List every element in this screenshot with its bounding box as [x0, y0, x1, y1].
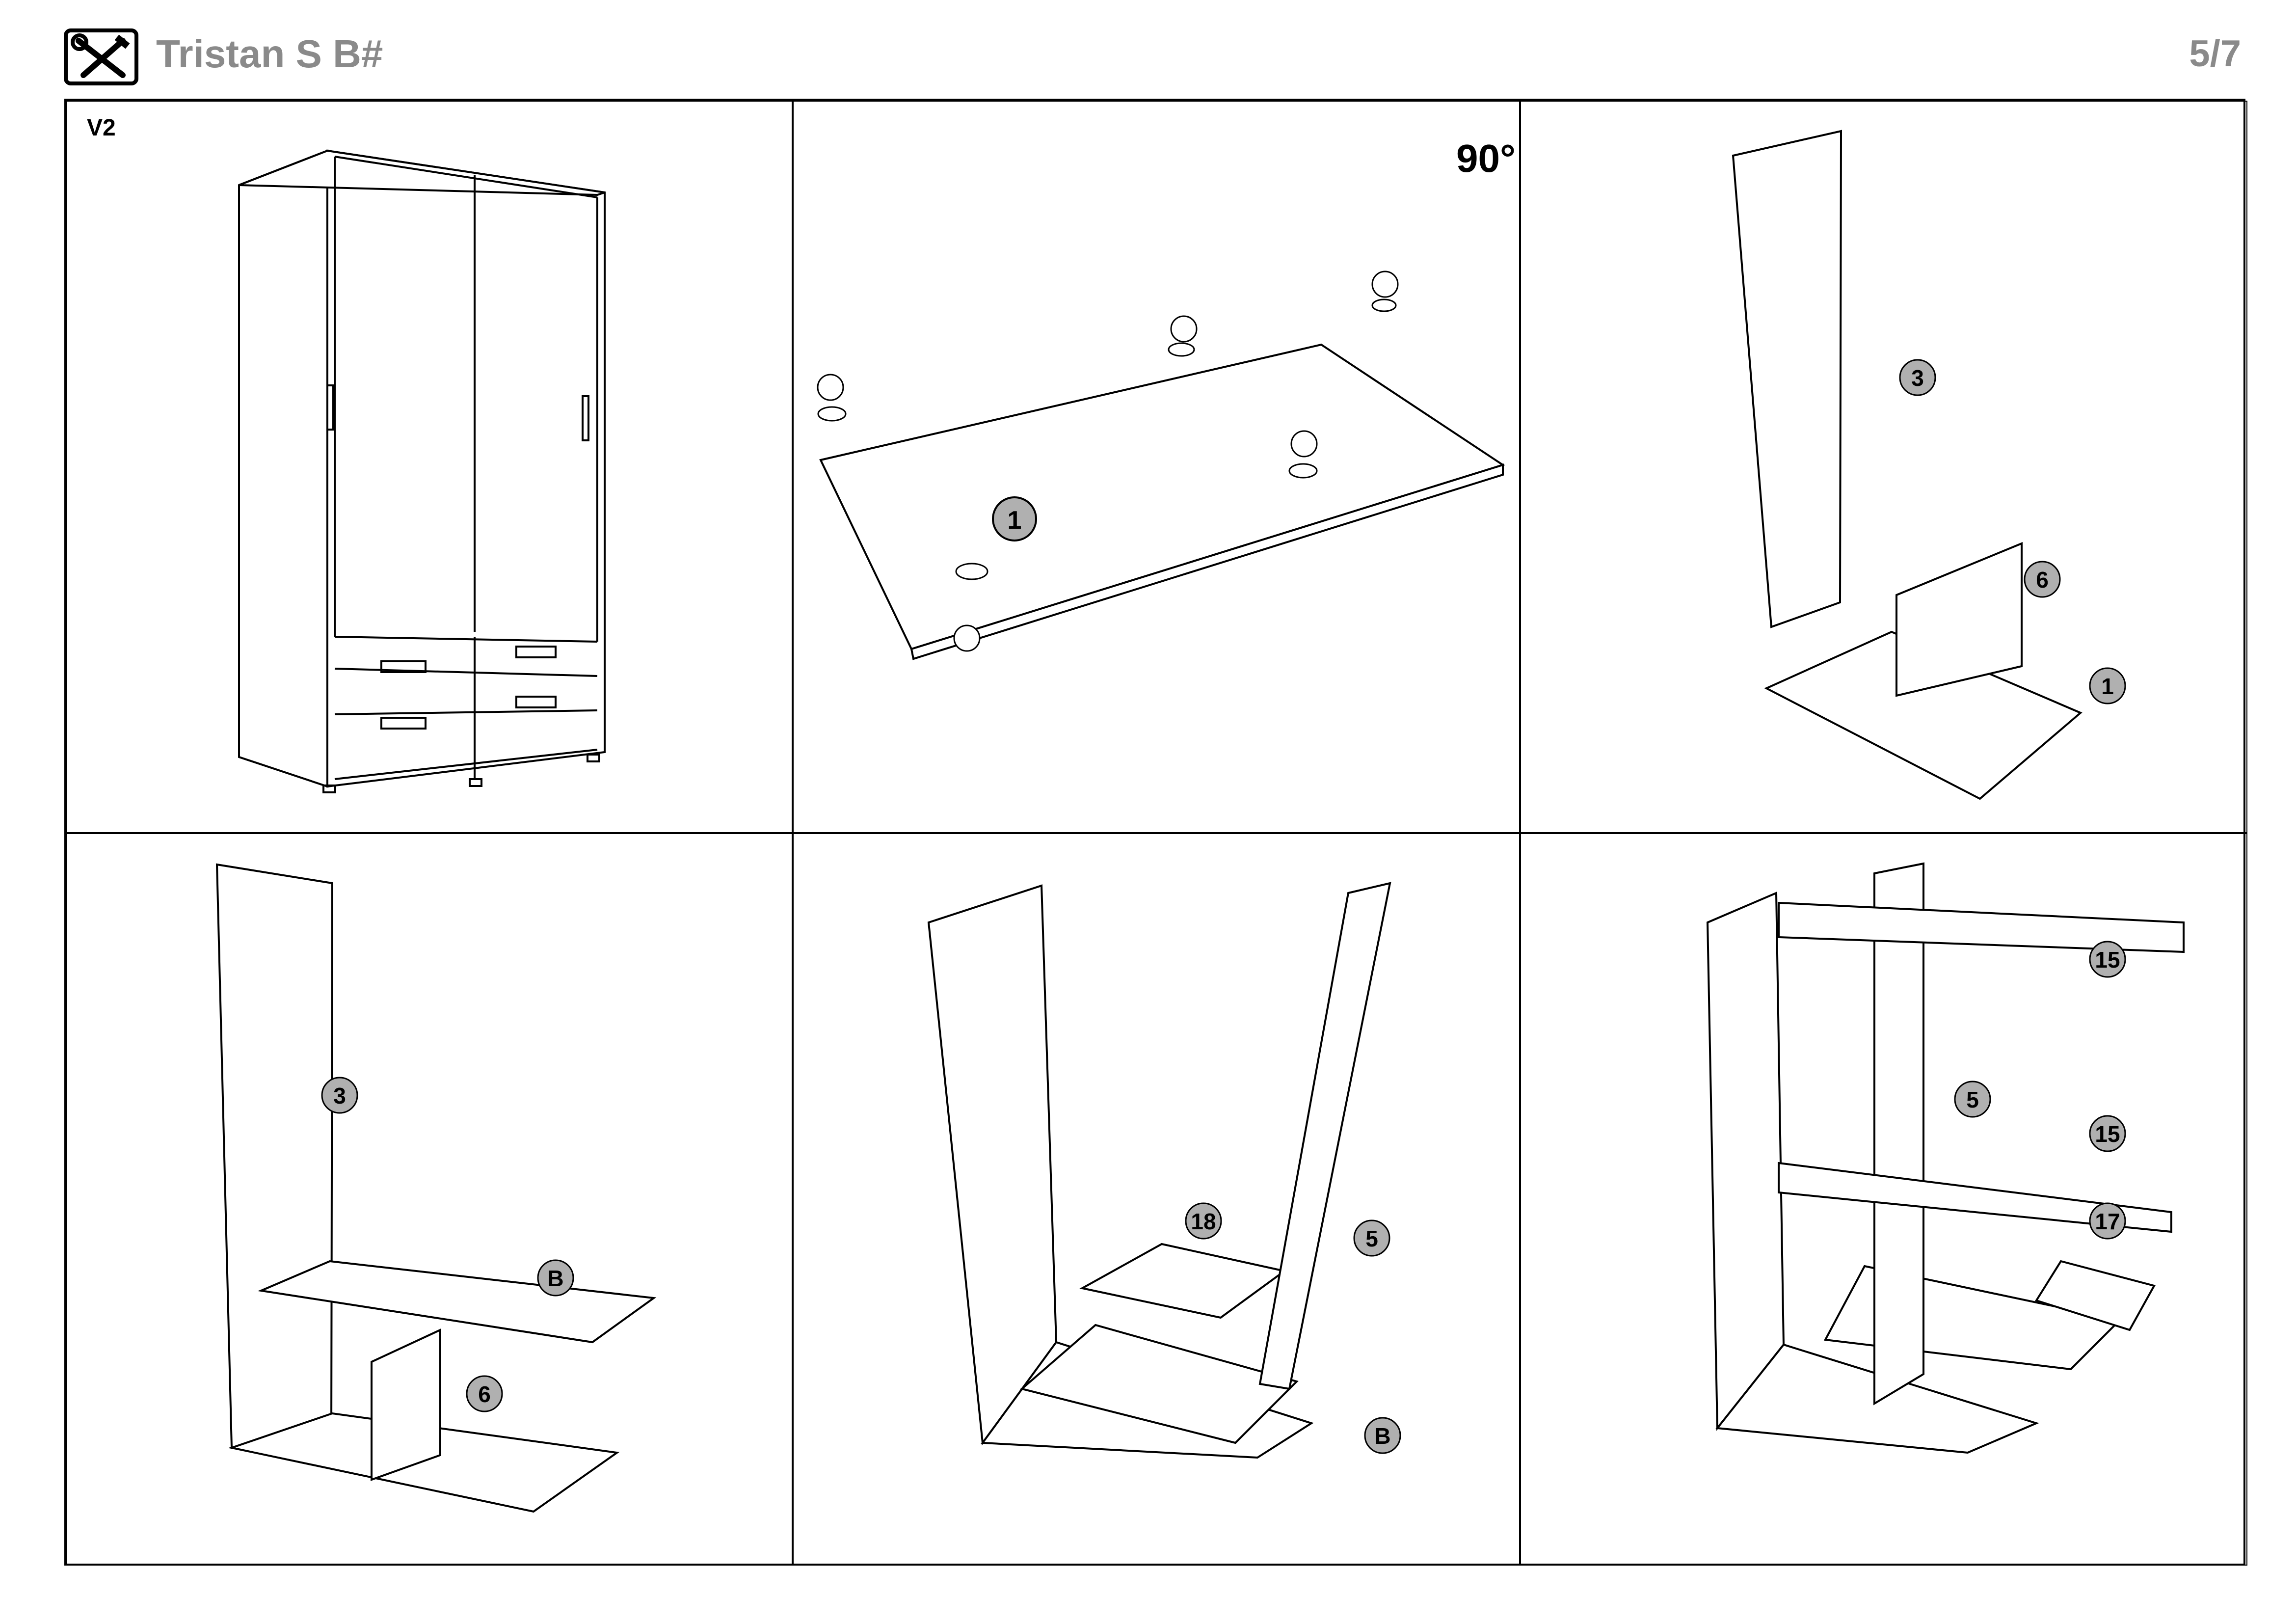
shelf-attach-drawing: 3 B 6 — [215, 863, 657, 1513]
step-panel-3: 3 6 1 — [1520, 101, 2247, 833]
part-badge: 6 — [2036, 567, 2049, 593]
step-panel-2: 90° 1 — [793, 101, 1520, 833]
rail-attach-drawing: 15 5 15 17 — [1706, 862, 2185, 1454]
step-panel-5: 18 5 B — [793, 833, 1520, 1566]
part-badge: 1 — [2101, 674, 2114, 699]
part-badge: 5 — [1365, 1226, 1378, 1251]
step-panel-4: 3 B 6 — [66, 833, 793, 1566]
part-badge: 1 — [1008, 506, 1022, 535]
instruction-grid: V2 — [64, 99, 2247, 1566]
tools-icon — [64, 28, 138, 85]
part-badge: B — [1374, 1423, 1390, 1449]
part-badge: 15 — [2095, 1121, 2120, 1147]
page-number: 5/7 — [2189, 33, 2241, 75]
part-badge: 17 — [2095, 1209, 2120, 1234]
part-badge: 15 — [2095, 947, 2120, 973]
part-badge: 18 — [1191, 1209, 1216, 1234]
variant-label: V2 — [87, 115, 116, 141]
side-panel-attach-drawing: 3 6 1 — [1732, 130, 2126, 800]
page-header: Tristan S B# 5/7 — [0, 0, 2296, 98]
part-badge: 5 — [1966, 1087, 1979, 1112]
divider-attach-drawing: 18 5 B — [927, 882, 1401, 1459]
step-panel-6: 15 5 15 17 — [1520, 833, 2247, 1566]
part-badge: 3 — [1911, 365, 1924, 391]
assembled-wardrobe-drawing — [238, 149, 606, 793]
step-panel-1: V2 — [66, 101, 793, 833]
part-badge: 6 — [478, 1381, 491, 1407]
document-title: Tristan S B# — [156, 32, 383, 76]
part-badge: 3 — [333, 1083, 346, 1109]
base-panel-drawing: 1 — [817, 271, 1505, 660]
rotation-label: 90° — [1456, 136, 1516, 180]
part-badge: B — [547, 1266, 563, 1291]
